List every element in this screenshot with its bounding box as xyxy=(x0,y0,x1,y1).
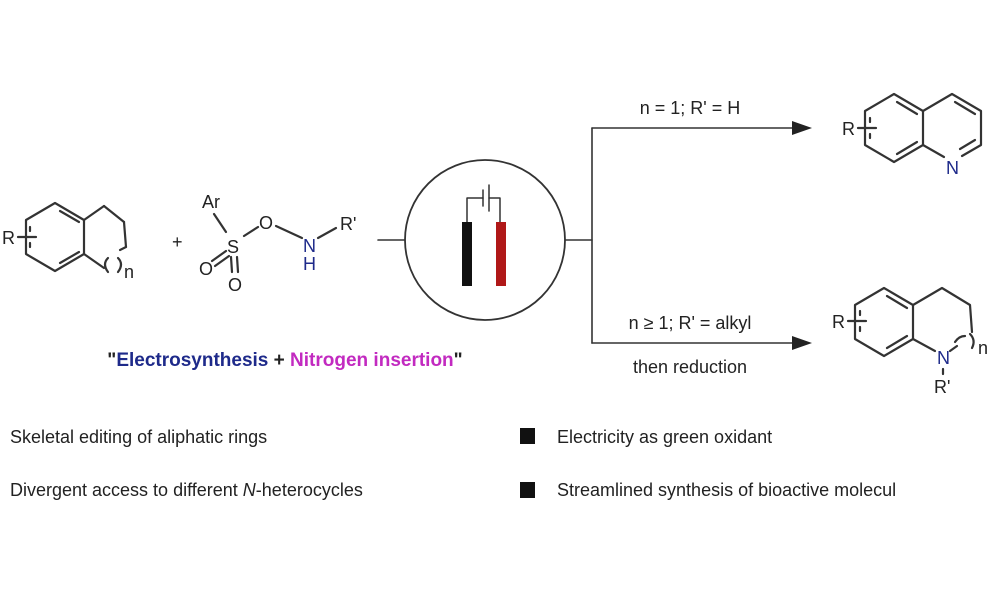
tagline-plus: + xyxy=(268,350,291,371)
reagent-structure: Ar S O N H R' O O xyxy=(199,192,356,295)
oxygen-label: O xyxy=(259,213,273,233)
quinoline-nitrogen-label: N xyxy=(946,158,959,178)
anode-electrode xyxy=(496,222,506,286)
thq-ring-index-label: n xyxy=(978,338,988,358)
oxygen-label: O xyxy=(199,259,213,279)
open-quote: " xyxy=(107,350,117,371)
plus-sign: + xyxy=(172,232,183,252)
ring-index-label: n xyxy=(124,262,134,282)
hydrogen-label: H xyxy=(303,254,316,274)
nitrogen-label: N xyxy=(303,236,316,256)
r-prime-label: R' xyxy=(340,214,356,234)
tagline-nitrogen-insertion: Nitrogen insertion xyxy=(290,350,454,371)
close-quote: " xyxy=(453,350,463,371)
branch-arrows: n = 1; R' = H n ≥ 1; R' = alkyl then red… xyxy=(591,98,812,377)
thq-r-prime-label: R' xyxy=(934,377,950,397)
aryl-label: Ar xyxy=(202,192,220,212)
bullet-square-icon xyxy=(520,482,535,498)
arrow-head xyxy=(792,121,812,135)
condition-top: n = 1; R' = H xyxy=(640,98,741,118)
condition-bottom-followup: then reduction xyxy=(633,357,747,377)
thq-r-label: R xyxy=(832,312,845,332)
cathode-electrode xyxy=(462,222,472,286)
tagline: "Electrosynthesis + Nitrogen insertion" xyxy=(0,350,570,372)
substituent-r-label: R xyxy=(2,228,15,248)
tetrahydroquinoline-product: N R' n R xyxy=(832,286,988,397)
thq-nitrogen-label: N xyxy=(937,348,950,368)
quinoline-r-label: R xyxy=(842,119,855,139)
feature-italic-n: N xyxy=(242,480,256,500)
feature-skeletal-editing: Skeletal editing of aliphatic rings xyxy=(10,427,268,447)
substrate-structure: R n xyxy=(2,201,134,282)
quinoline-product: N R xyxy=(842,92,983,178)
feature-text: -heterocycles xyxy=(255,480,363,500)
oxygen-label: O xyxy=(228,275,242,295)
feature-green-oxidant: Electricity as green oxidant xyxy=(557,427,773,447)
feature-text: Divergent access to different xyxy=(10,480,243,500)
sulfur-label: S xyxy=(227,237,239,257)
feature-divergent-access: Divergent access to different N-heterocy… xyxy=(10,480,363,501)
tagline-electrosynthesis: Electrosynthesis xyxy=(116,350,269,371)
arrow-head xyxy=(792,336,812,350)
electrochemical-cell xyxy=(377,159,593,321)
feature-streamlined-synthesis: Streamlined synthesis of bioactive molec… xyxy=(557,480,897,500)
bullet-square-icon xyxy=(520,428,535,444)
condition-bottom: n ≥ 1; R' = alkyl xyxy=(629,313,752,333)
